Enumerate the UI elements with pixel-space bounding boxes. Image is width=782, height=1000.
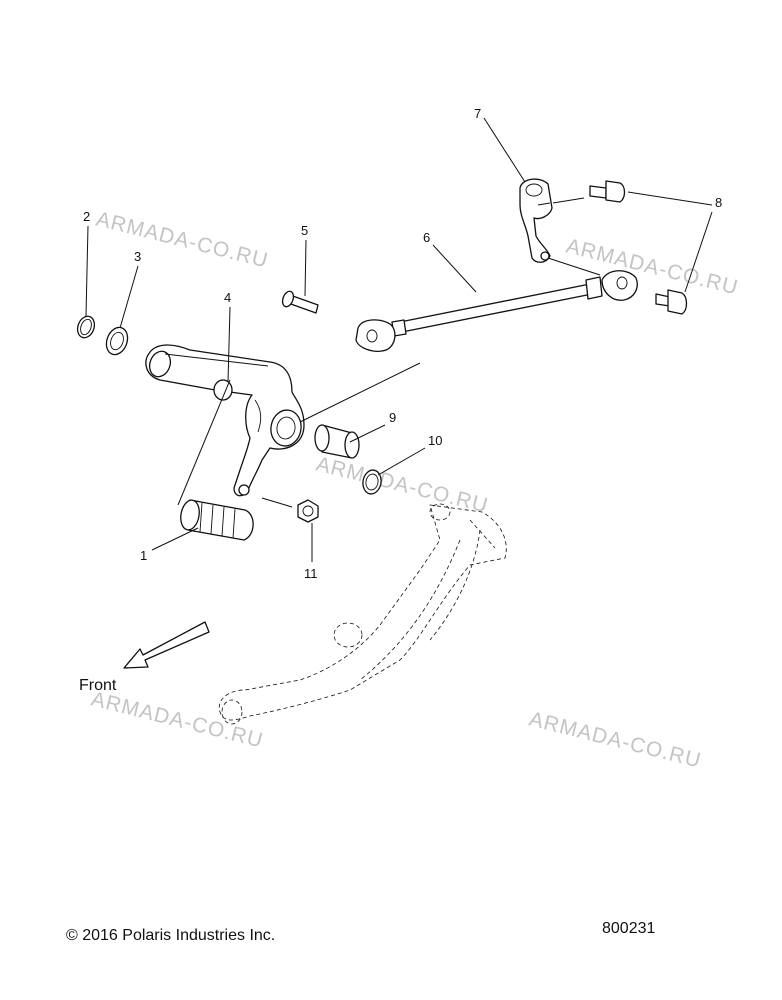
bolt-5-part	[281, 290, 319, 314]
callout-1: 1	[140, 548, 147, 563]
pedal-arm-part	[145, 344, 305, 497]
callout-layer: 2 3 4 5 6 7 8 9 10 1 11	[83, 106, 722, 581]
bolt-8a-part	[589, 180, 626, 203]
callout-5: 5	[301, 223, 308, 238]
callout-6: 6	[423, 230, 430, 245]
front-label: Front	[79, 677, 117, 694]
nut-part	[297, 499, 319, 523]
callout-4: 4	[224, 290, 231, 305]
snap-ring-part	[76, 315, 96, 339]
callout-8: 8	[715, 195, 722, 210]
bolt-8b-part	[655, 289, 688, 315]
pedal-pad-part	[180, 499, 254, 541]
front-arrow	[123, 621, 210, 669]
leader-lines	[85, 117, 713, 562]
o-ring-part	[362, 469, 382, 495]
washer-part	[105, 326, 129, 356]
watermark-3: ARMADA-CO.RU	[314, 453, 491, 518]
copyright-text: © 2016 Polaris Industries Inc.	[66, 927, 275, 944]
callout-2: 2	[83, 209, 90, 224]
pedal-lever-assembly	[218, 503, 507, 725]
bellcrank-part	[519, 178, 553, 263]
bushing-part	[314, 424, 360, 459]
diagram-number: 800231	[602, 920, 655, 937]
callout-11: 11	[304, 566, 318, 581]
watermark-5: ARMADA-CO.RU	[527, 708, 704, 773]
watermark-1: ARMADA-CO.RU	[94, 208, 271, 273]
callout-7: 7	[474, 106, 481, 121]
callout-3: 3	[134, 249, 141, 264]
callout-9: 9	[389, 410, 396, 425]
callout-10: 10	[428, 433, 442, 448]
brake-rod-part	[355, 270, 638, 352]
watermark-layer: ARMADA-CO.RU ARMADA-CO.RU ARMADA-CO.RU A…	[89, 208, 741, 773]
